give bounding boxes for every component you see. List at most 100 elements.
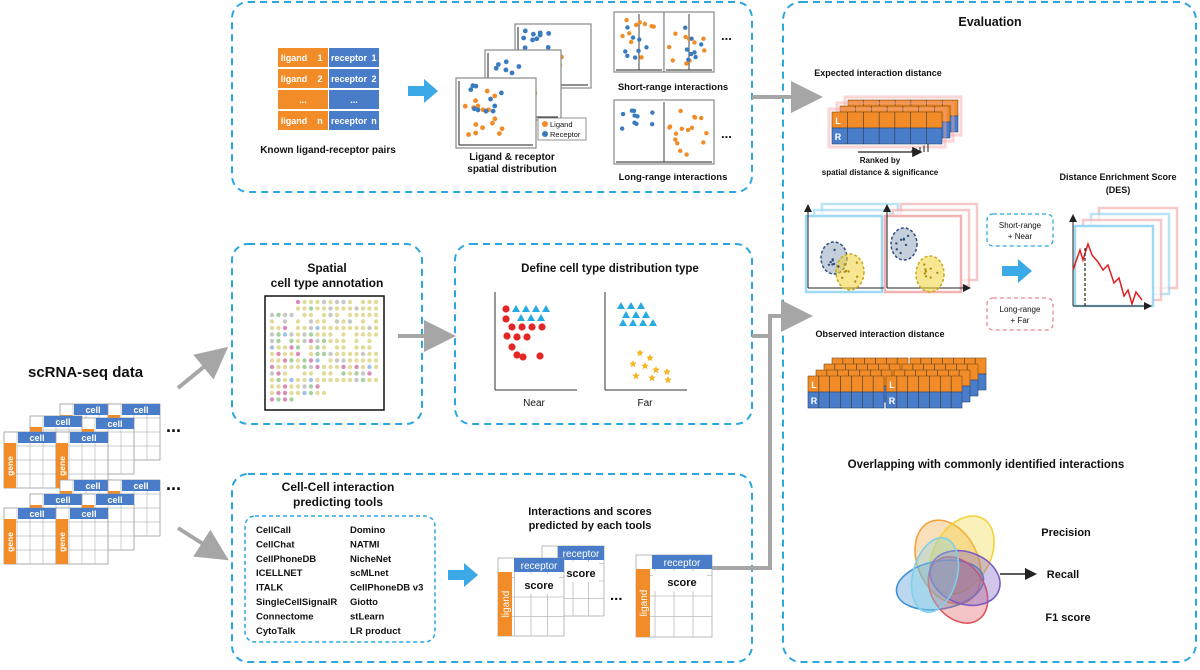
cell-header xyxy=(18,508,56,519)
cell-header xyxy=(122,480,160,491)
spot xyxy=(289,345,294,350)
spot xyxy=(282,384,288,389)
receptor-cell xyxy=(329,69,379,88)
spot xyxy=(328,338,333,344)
venn-set xyxy=(929,549,1001,607)
short-near-2: + Near xyxy=(1008,232,1033,241)
cell-label: cell xyxy=(55,417,70,427)
spot xyxy=(360,377,366,383)
receptor-dot xyxy=(521,35,527,41)
ligand-cell xyxy=(278,111,328,130)
spot xyxy=(328,312,333,318)
score-text: score xyxy=(524,580,553,592)
ligand-dot xyxy=(492,93,498,99)
ligand-dot xyxy=(701,140,706,145)
spot xyxy=(282,319,288,324)
spot xyxy=(308,325,314,331)
overlap-label: Overlapping with commonly identified int… xyxy=(848,459,1125,471)
spot xyxy=(276,345,281,350)
spot xyxy=(354,351,359,357)
celltype-a-triangle xyxy=(627,302,635,309)
spot xyxy=(321,338,327,344)
spot xyxy=(289,377,294,383)
receptor-dot xyxy=(649,122,655,127)
blue-arrow-top xyxy=(408,79,438,103)
tool-name-right: stLearn xyxy=(350,611,385,622)
spot xyxy=(308,351,314,357)
celltype-b-dot xyxy=(523,333,531,341)
receptor-dot xyxy=(686,57,691,62)
spot xyxy=(308,319,314,324)
ligand-dot xyxy=(678,108,683,114)
ligand-dot xyxy=(689,125,695,130)
spot xyxy=(269,397,275,402)
tool-name-left: ITALK xyxy=(256,583,283,594)
spot xyxy=(302,312,307,318)
lr-row-ligand xyxy=(885,375,963,393)
spot xyxy=(308,390,314,396)
long-far-1: Long-range xyxy=(1000,305,1041,314)
spot xyxy=(341,338,346,344)
cell-label: cell xyxy=(81,433,96,443)
cell-label: cell xyxy=(133,481,148,491)
scores-title-2: predicted by each tools xyxy=(529,520,652,532)
cluster-blue-dot xyxy=(895,248,898,251)
ligand-dot xyxy=(704,130,709,136)
tools-list: CellCallCellChatCellPhoneDBICELLNETITALK… xyxy=(256,525,423,637)
spot xyxy=(334,345,340,350)
ligand-cell xyxy=(278,69,328,88)
score-text: score xyxy=(667,577,696,589)
spot xyxy=(360,332,366,337)
spot xyxy=(302,364,307,370)
celltype-a-triangle xyxy=(629,319,637,326)
spot xyxy=(328,332,333,337)
celltype-b-dot xyxy=(513,333,521,341)
cluster-yellow-dot xyxy=(855,275,859,278)
spot xyxy=(347,312,353,318)
spot xyxy=(269,325,275,331)
receptor-dot xyxy=(492,103,498,109)
lr-row-ligand xyxy=(807,375,885,393)
spot xyxy=(315,390,320,396)
celltype-b-dot xyxy=(519,353,527,361)
spot xyxy=(276,364,281,370)
receptor-dot xyxy=(650,110,655,115)
cluster-blue-dot xyxy=(833,248,836,252)
scores-ellipsis: ... xyxy=(610,587,623,604)
spot xyxy=(308,384,314,389)
spot xyxy=(269,377,275,383)
receptor-dot xyxy=(630,35,636,40)
long-far-box xyxy=(986,297,1054,331)
cluster-yellow-dot xyxy=(929,276,932,279)
plot-panel xyxy=(455,77,537,149)
ligand-num: 2 xyxy=(317,74,322,84)
tissue-dots xyxy=(269,299,379,402)
cluster-blue-dot xyxy=(906,234,910,238)
spot xyxy=(328,377,333,383)
spot xyxy=(289,351,294,357)
celltype-a-triangle xyxy=(512,305,520,312)
spot xyxy=(269,358,275,363)
tool-name-left: ICELLNET xyxy=(256,568,303,579)
spot xyxy=(334,306,340,311)
legend-receptor-dot xyxy=(542,131,548,137)
spot xyxy=(347,358,353,363)
ligand-dot xyxy=(475,103,481,109)
celltype-a-triangle xyxy=(617,302,625,309)
spot xyxy=(276,371,281,376)
spot xyxy=(269,351,275,357)
receptor-text: receptor xyxy=(331,116,368,126)
ligand-dot xyxy=(633,22,639,28)
receptor-header-text: receptor xyxy=(563,549,600,560)
ranked-label-1: Ranked by xyxy=(860,156,901,165)
score-tables: receptorligandscorereceptorligandscorere… xyxy=(497,545,713,638)
ligand-dot xyxy=(628,39,634,45)
spot xyxy=(302,371,307,376)
observed-label: Observed interaction distance xyxy=(815,329,944,339)
spot xyxy=(295,377,301,383)
spot xyxy=(269,319,275,324)
lr-L: L xyxy=(811,380,817,390)
spot xyxy=(354,364,359,370)
spot xyxy=(334,312,340,318)
